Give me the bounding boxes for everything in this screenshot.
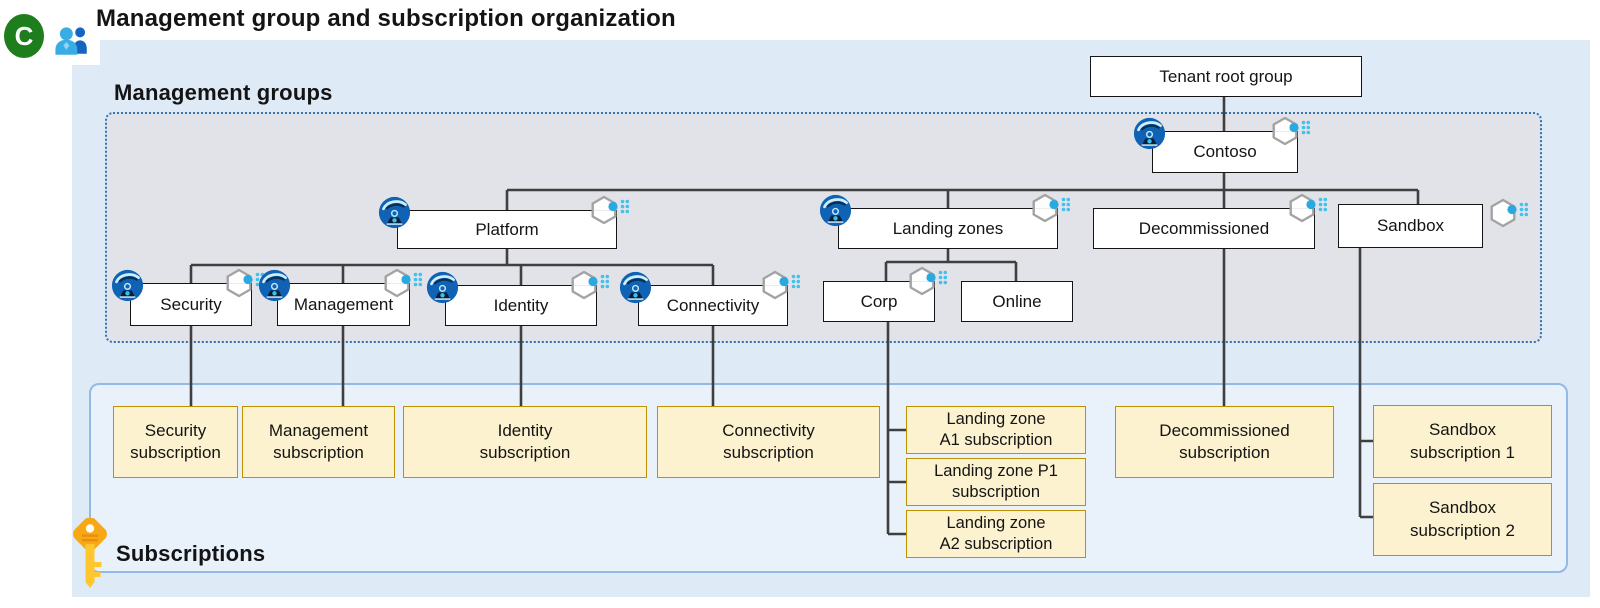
node-identity: Identity — [426, 270, 611, 326]
node-corp: Corp — [823, 266, 949, 322]
management-group-icon — [1133, 117, 1166, 150]
subscription-box-landing-zone-p1: Landing zone P1 subscription — [906, 458, 1086, 506]
node-platform: Platform — [378, 195, 631, 249]
subscription-box-sandbox-1: Sandbox subscription 1 — [1373, 405, 1552, 478]
management-group-icon — [426, 271, 459, 304]
node-landing-zones: Landing zones — [819, 193, 1072, 249]
node-label: Platform — [475, 219, 539, 239]
policy-hexagon-icon — [1289, 193, 1329, 223]
policy-hexagon-icon — [571, 270, 611, 300]
subscription-box-identity: Identity subscription — [403, 406, 647, 478]
node-contoso: Contoso — [1133, 116, 1312, 173]
management-group-icon — [819, 194, 852, 227]
management-group-icon — [619, 271, 652, 304]
node-label: Online — [992, 291, 1042, 311]
subscription-label: A2 subscription — [939, 535, 1053, 553]
subscription-label: Connectivity — [722, 420, 815, 440]
node-label: Tenant root group — [1159, 66, 1293, 86]
subscription-label: Management — [268, 420, 369, 440]
key-icon — [69, 517, 113, 590]
subscription-label: Sandbox — [1428, 498, 1497, 518]
node-label: Security — [160, 294, 222, 314]
policy-hexagon-icon — [1490, 198, 1530, 228]
node-online: Online — [961, 281, 1073, 322]
node-label: Landing zones — [892, 218, 1004, 238]
subscription-label: subscription — [951, 483, 1041, 501]
policy-hexagon-icon — [384, 268, 424, 298]
subscription-label: Landing zone P1 — [934, 462, 1058, 481]
subscription-label: subscription — [479, 443, 571, 462]
subscriptions-heading: Subscriptions — [116, 541, 266, 566]
node-tenant-root-group: Tenant root group — [1090, 56, 1362, 97]
subscription-label: subscription — [723, 443, 814, 462]
policy-hexagon-icon — [591, 195, 631, 225]
node-label: Management — [293, 294, 394, 314]
subscription-label: Security — [144, 420, 207, 440]
node-label: Contoso — [1193, 142, 1257, 161]
subscription-label: Decommissioned — [1159, 420, 1290, 440]
node-security: Security — [111, 268, 266, 326]
node-label: Decommissioned — [1138, 218, 1270, 238]
subscription-box-sandbox-2: Sandbox subscription 2 — [1373, 483, 1552, 556]
node-connectivity: Connectivity — [619, 270, 802, 326]
subscription-label: Sandbox — [1428, 420, 1497, 440]
management-group-icon — [378, 196, 411, 229]
subscription-label: Landing zone — [946, 410, 1046, 429]
subscription-label: subscription 1 — [1410, 442, 1515, 462]
subscription-box-security: Security subscription — [113, 406, 238, 478]
node-decommissioned: Decommissioned — [1093, 193, 1329, 249]
node-label: Sandbox — [1376, 216, 1445, 235]
policy-hexagon-icon — [762, 270, 802, 300]
subscription-label: Landing zone — [946, 514, 1046, 533]
subscription-box-management: Management subscription — [242, 406, 395, 478]
policy-hexagon-icon — [909, 266, 949, 296]
management-groups-heading: Management groups — [114, 80, 333, 105]
node-label: Identity — [493, 295, 549, 315]
node-label: Connectivity — [666, 295, 760, 315]
subscription-box-decommissioned: Decommissioned subscription — [1115, 406, 1334, 478]
subscription-box-landing-zone-a1: Landing zone A1 subscription — [906, 406, 1086, 454]
policy-hexagon-icon — [1032, 193, 1072, 223]
subscription-label: Identity — [497, 420, 553, 440]
subscription-label: A1 subscription — [939, 431, 1053, 449]
subscription-label: subscription — [273, 443, 364, 462]
node-label: Corp — [860, 291, 898, 311]
node-management: Management — [258, 268, 424, 326]
diagram-title: Management group and subscription organi… — [96, 5, 676, 32]
people-icon — [46, 20, 100, 65]
policy-hexagon-icon — [1272, 116, 1312, 146]
letter-c-badge: C — [4, 14, 44, 58]
subscription-label: subscription — [130, 443, 221, 462]
subscription-label: subscription 2 — [1410, 520, 1515, 540]
management-group-icon — [258, 269, 291, 302]
subscription-box-connectivity: Connectivity subscription — [657, 406, 880, 478]
subscription-label: subscription — [1179, 443, 1270, 462]
subscription-box-landing-zone-a2: Landing zone A2 subscription — [906, 510, 1086, 558]
management-group-icon — [111, 269, 144, 302]
node-sandbox: Sandbox — [1338, 198, 1530, 248]
